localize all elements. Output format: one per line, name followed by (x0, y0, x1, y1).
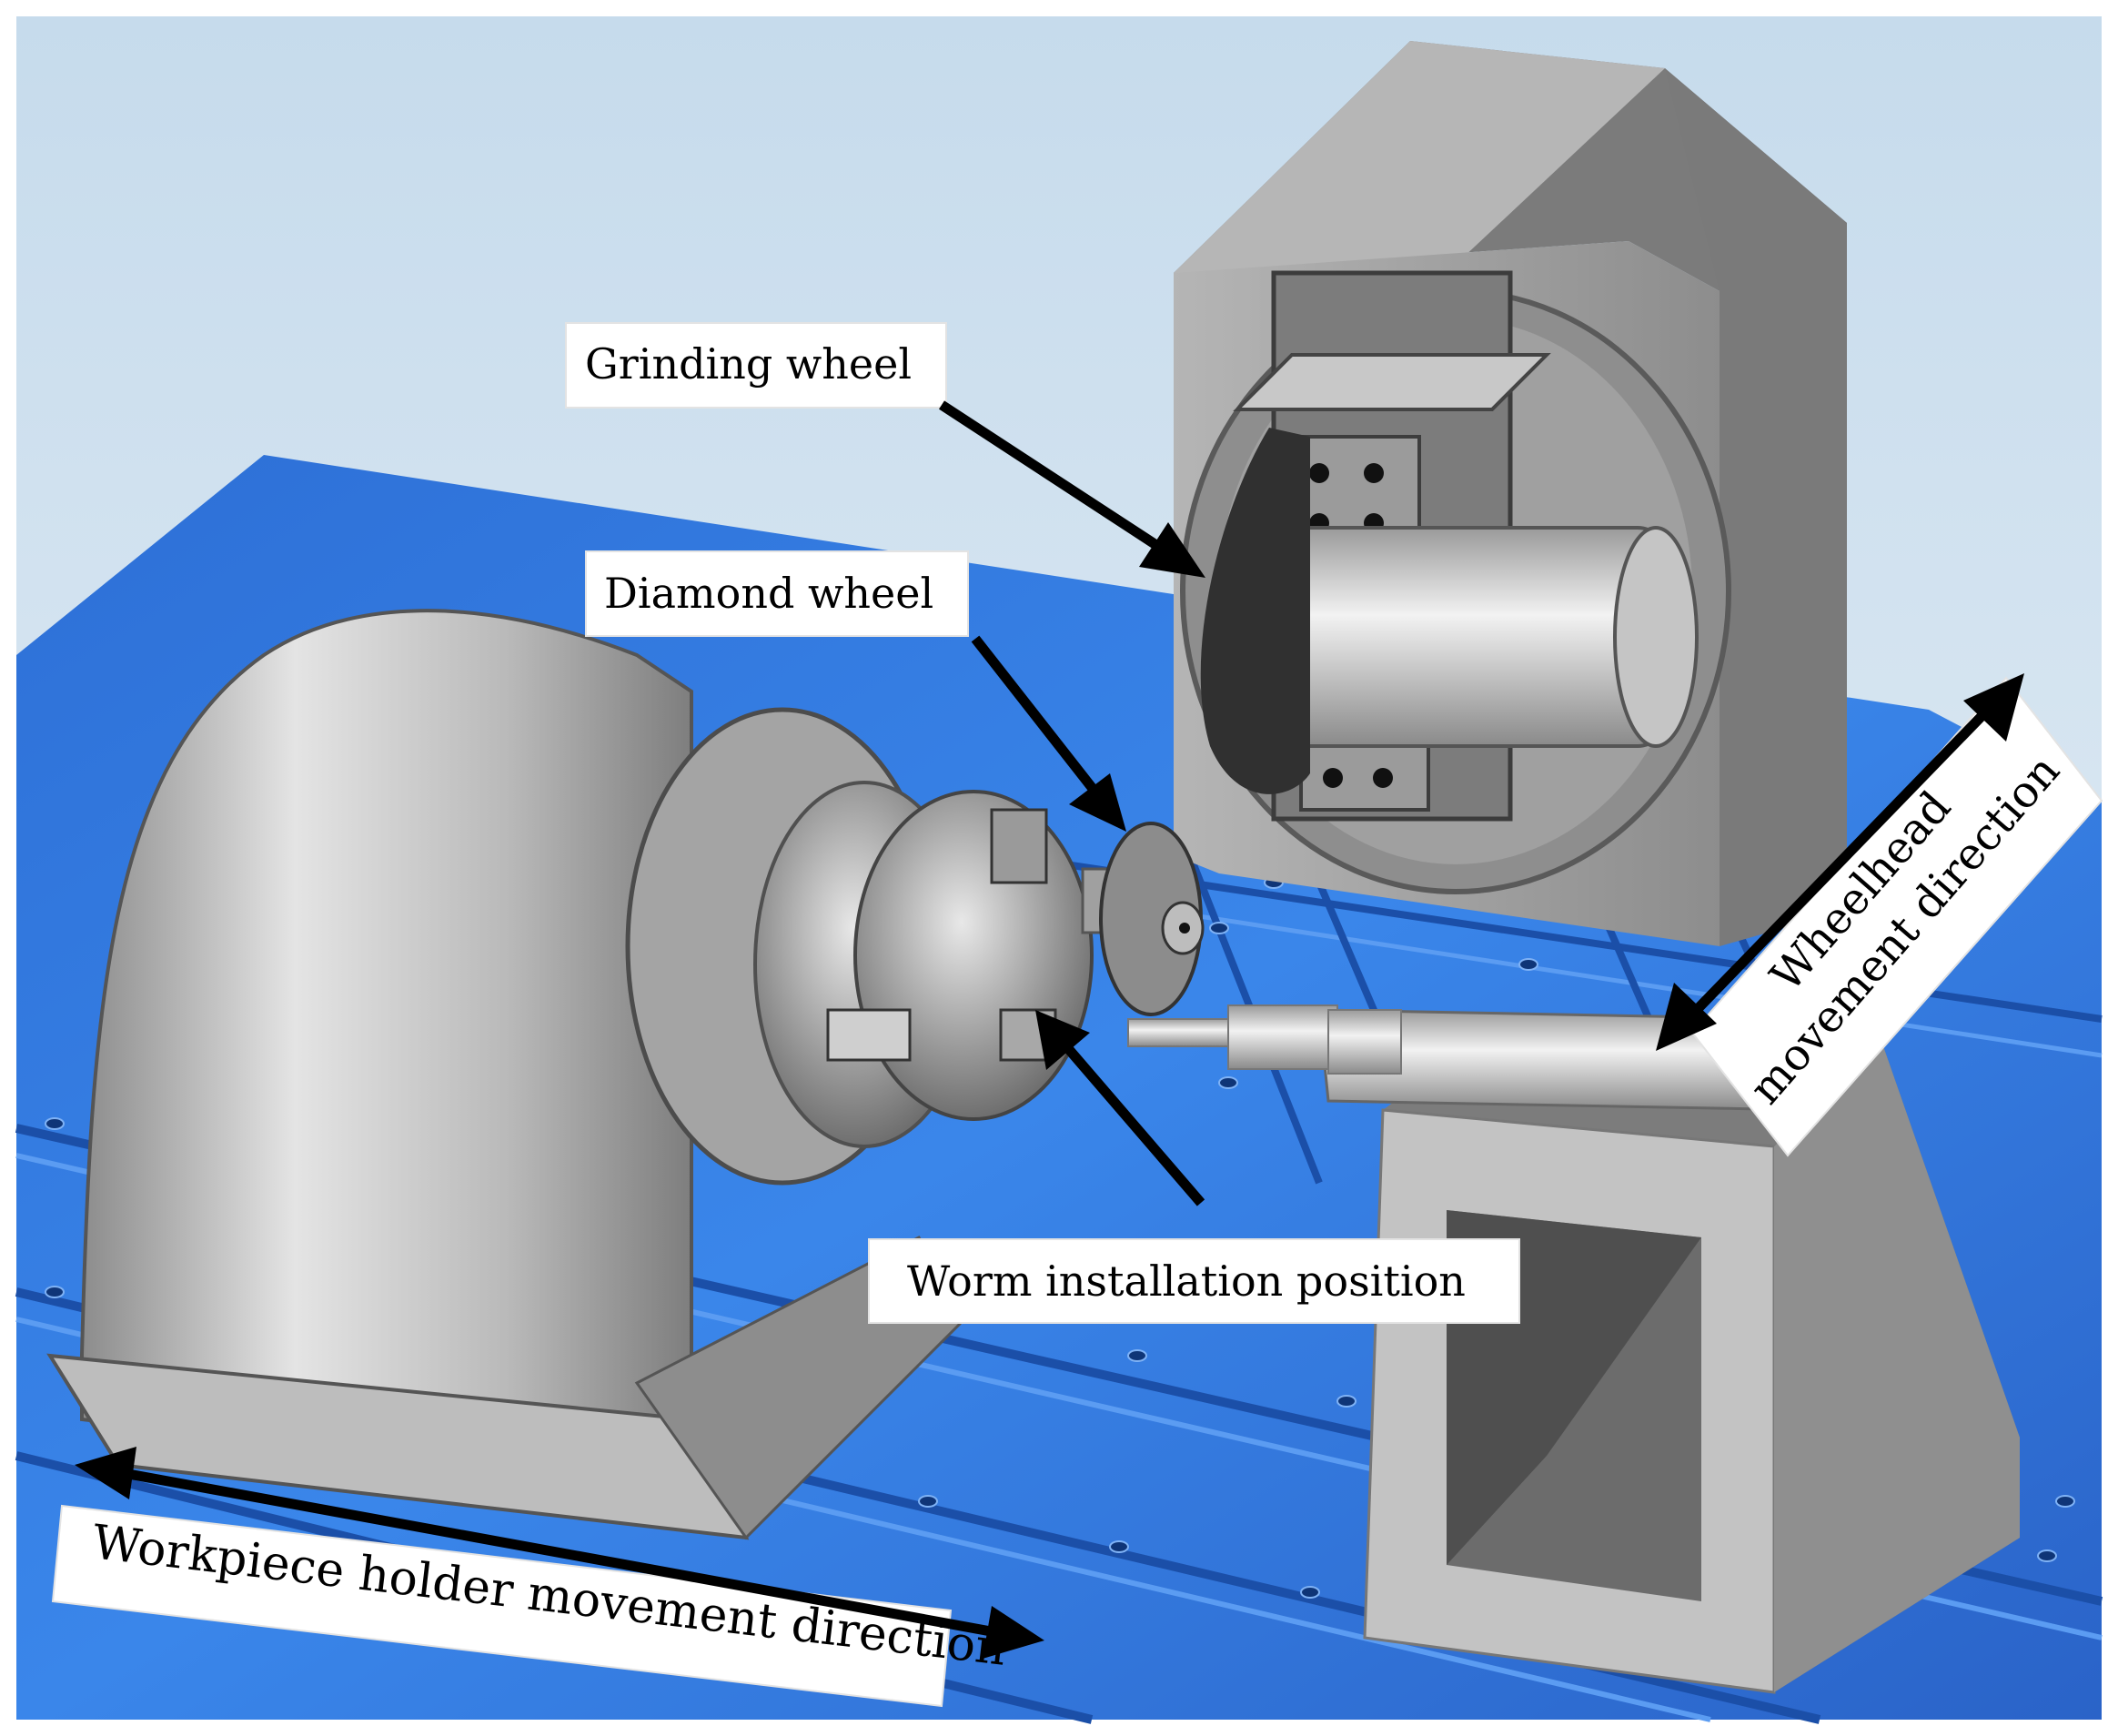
workpiece-arrow-icon-right (983, 1606, 1044, 1659)
diamond-wheel (1081, 822, 1205, 1016)
diamond-wheel-callout: Diamond wheel (585, 550, 1126, 832)
wheelhead-arrow-icon-up (1963, 673, 2024, 742)
wheelhead-arrow-shaft (1689, 706, 1992, 1018)
diamond-wheel-arrow-icon (1069, 773, 1126, 832)
worm-shaft (1127, 1004, 1402, 1075)
grinding-wheel-shape (1200, 428, 1310, 794)
diamond-wheel-arrow-shaft (971, 635, 1098, 793)
grinding-wheel-arrow-shaft (938, 400, 1168, 555)
grinding-wheel-label-box (565, 322, 947, 409)
headstock (46, 609, 1094, 1540)
worm-position-label: Worm installation position (907, 1257, 1466, 1306)
worm-position-arrow-icon (1035, 1010, 1090, 1070)
wheelhead-arrow-icon-down (1656, 983, 1717, 1051)
grinding-wheel-arrow-icon (1139, 522, 1205, 578)
worm-position-arrow-shaft (1062, 1043, 1205, 1206)
diamond-wheel-label: Diamond wheel (604, 569, 933, 618)
diamond-wheel-label-box (585, 550, 969, 637)
grinding-wheel-label: Grinding wheel (585, 339, 912, 389)
worm-position-label-box (868, 1238, 1520, 1324)
worm-position-callout: Worm installation position (868, 1010, 1520, 1324)
workpiece-label-box (51, 1504, 953, 1708)
grinding-wheel-callout: Grinding wheel (565, 322, 1205, 578)
workpiece-arrow-icon-left (75, 1447, 136, 1499)
workpiece-arrow-shaft (117, 1467, 1002, 1639)
